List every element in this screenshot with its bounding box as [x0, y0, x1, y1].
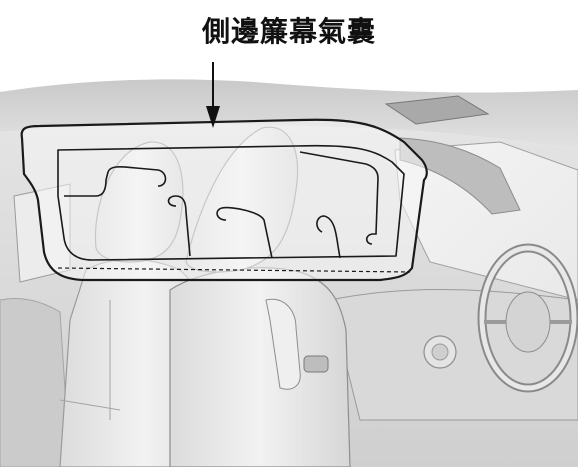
roof-headliner	[0, 79, 578, 150]
sun-visor	[384, 95, 490, 125]
dash-vent-inner	[431, 343, 449, 361]
seat-belt-buckle	[303, 355, 329, 373]
curtain-airbag-chamber-lines	[64, 166, 167, 197]
steering-wheel	[477, 243, 578, 393]
door-panel	[0, 298, 71, 467]
curtain-airbag-hidden-edge	[57, 267, 411, 273]
side-curtain-airbag-label: 側邊簾幕氣囊	[201, 15, 376, 48]
callout-arrow	[206, 62, 220, 128]
curtain-airbag-chamber-lines-3	[216, 206, 273, 259]
curtain-airbag-chamber-lines-4	[316, 215, 341, 259]
a-pillar	[399, 137, 521, 215]
body-seam-line-2	[59, 399, 121, 411]
seat-belt-guide	[265, 298, 301, 390]
curtain-airbag-inner-seam	[57, 144, 405, 261]
curtain-airbag-chamber-lines-5	[299, 151, 379, 245]
curtain-airbag-outline	[20, 118, 428, 282]
curtain-airbag-chamber-lines-2	[167, 195, 191, 257]
